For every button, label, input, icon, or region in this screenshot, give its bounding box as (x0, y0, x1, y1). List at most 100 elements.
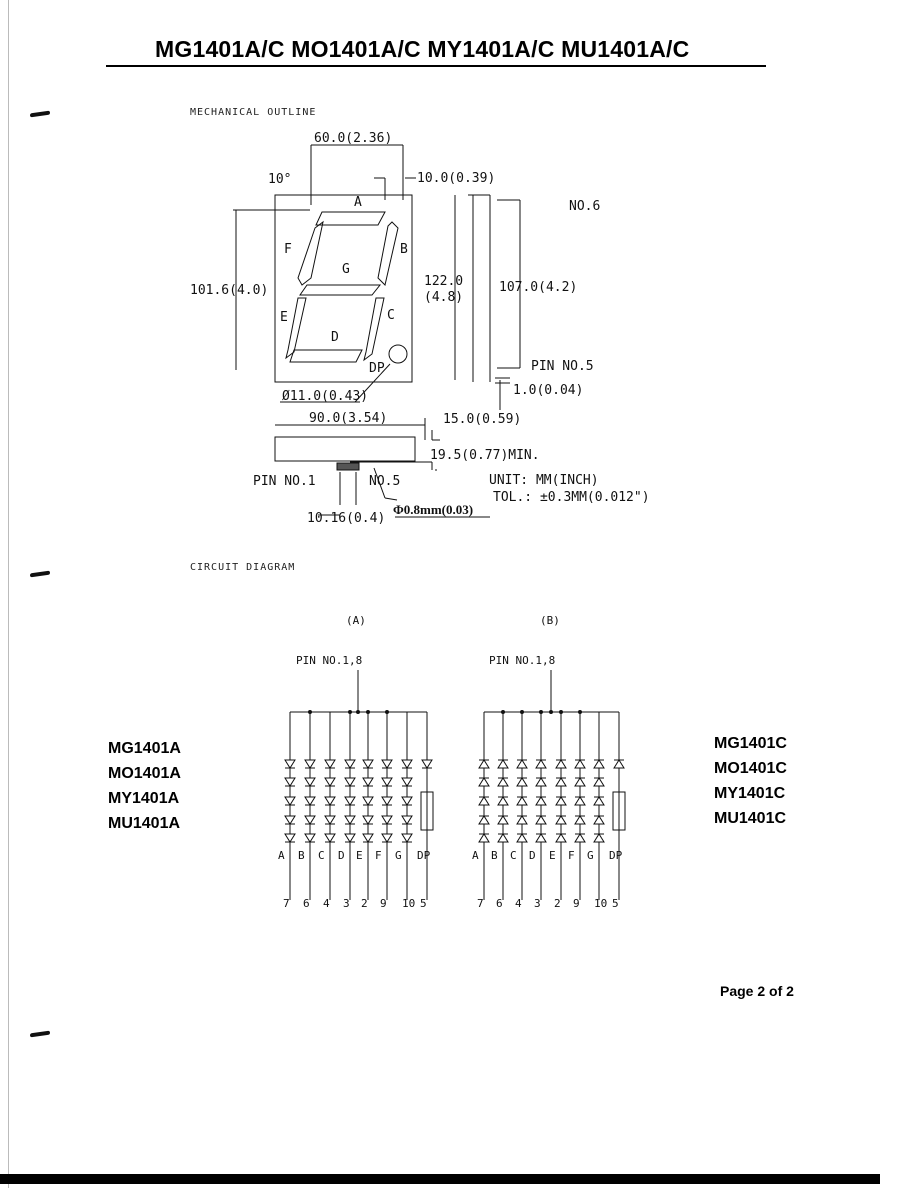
diode-symbol (535, 777, 547, 787)
seg-label-b: B (400, 242, 408, 257)
dim-angle: 10° (268, 172, 292, 187)
circuit-a-pin-number-1: 6 (303, 897, 310, 910)
model-name: MU1401A (108, 815, 181, 832)
diode-symbol (344, 777, 356, 787)
circuit-b-label: (B) (540, 614, 560, 627)
diode-symbol (344, 833, 356, 843)
diode-symbol (421, 759, 433, 769)
diode-symbol (497, 759, 509, 769)
title-rule (106, 65, 766, 67)
tolerance-note: TOL.: ±0.3MM(0.012") (493, 490, 650, 505)
diode-symbol (362, 815, 374, 825)
circuit-b-segment-label-0: A (472, 849, 479, 862)
diode-symbol (284, 815, 296, 825)
circuit-a-segment-label-4: E (356, 849, 363, 862)
diode-symbol (344, 759, 356, 769)
circuit-b-common-pin: PIN NO.1,8 (489, 654, 556, 667)
diode-symbol (497, 777, 509, 787)
circuit-a-segment-label-0: A (278, 849, 285, 862)
dim-dp-diameter: Ø11.0(0.43) (282, 389, 369, 404)
circuit-a-segment-label-3: D (338, 849, 345, 862)
models-common-cathode: MG1401C MO1401C MY1401C MU1401C (714, 731, 787, 831)
seg-label-c: C (387, 308, 395, 323)
diode-symbol (401, 815, 413, 825)
diode-symbol (381, 796, 393, 806)
diode-symbol (497, 815, 509, 825)
circuit-a-pin-number-7: 5 (420, 897, 427, 910)
dim-lead-diameter: Φ0.8mm(0.03) (393, 502, 474, 517)
circuit-b-pin-number-4: 2 (554, 897, 561, 910)
diode-symbol (593, 815, 605, 825)
diode-symbol (478, 815, 490, 825)
mechanical-outline-heading: MECHANICAL OUTLINE (190, 107, 317, 118)
circuit-a-segment-label-5: F (375, 849, 382, 862)
diode-symbol (362, 796, 374, 806)
circuit-b-segment-label-6: G (587, 849, 594, 862)
model-name: MY1401A (108, 790, 180, 807)
diode-symbol (381, 833, 393, 843)
dim-height-122-inch: (4.8) (424, 290, 464, 305)
circuit-b-segment-label-1: B (491, 849, 498, 862)
diode-symbol (284, 759, 296, 769)
circuit-b-pin-number-5: 9 (573, 897, 580, 910)
dim-pin6: NO.6 (569, 199, 601, 214)
diode-symbol (284, 796, 296, 806)
diode-symbol (304, 815, 316, 825)
circuit-a-pin-number-6: 10 (402, 897, 416, 910)
diode-symbol (324, 759, 336, 769)
diode-symbol (516, 796, 528, 806)
diode-symbol (535, 796, 547, 806)
circuit-b-pin-number-7: 5 (612, 897, 619, 910)
circuit-b-segment-label-7: DP (609, 849, 623, 862)
diode-symbol (535, 759, 547, 769)
dim-width-bottom: 90.0(3.54) (309, 411, 388, 426)
diode-symbol (593, 833, 605, 843)
diode-symbol (555, 796, 567, 806)
diode-symbol (362, 759, 374, 769)
circuit-a-pin-number-3: 3 (343, 897, 350, 910)
diode-symbol (304, 759, 316, 769)
model-name: MG1401C (714, 735, 787, 752)
dim-height-left: 101.6(4.0) (190, 283, 269, 298)
diode-symbol (535, 815, 547, 825)
diode-symbol (381, 815, 393, 825)
dim-depth: 15.0(0.59) (443, 412, 522, 427)
diode-symbol (401, 777, 413, 787)
diode-symbol (574, 777, 586, 787)
diode-symbol (324, 833, 336, 843)
diode-symbol (574, 759, 586, 769)
circuit-b-segment-label-4: E (549, 849, 556, 862)
unit-note: UNIT: MM(INCH) (489, 473, 599, 488)
diode-symbol (555, 777, 567, 787)
diode-symbol (593, 796, 605, 806)
scan-edge (8, 0, 9, 1188)
seg-label-g: G (342, 262, 350, 277)
circuit-a-pin-number-2: 4 (323, 897, 330, 910)
diode-symbol (401, 833, 413, 843)
dim-pin-no5: NO.5 (369, 474, 401, 489)
diode-symbol (304, 833, 316, 843)
diode-symbol (497, 796, 509, 806)
diode-symbol (613, 759, 625, 769)
seg-label-a: A (354, 195, 362, 210)
diode-symbol (555, 759, 567, 769)
seg-label-e: E (280, 310, 288, 325)
dim-seg-offset: 10.0(0.39) (417, 171, 496, 186)
circuit-diagram-heading: CIRCUIT DIAGRAM (190, 562, 296, 573)
model-name: MY1401C (714, 785, 786, 802)
circuit-a-pin-number-0: 7 (283, 897, 290, 910)
models-common-anode: MG1401A MO1401A MY1401A MU1401A (108, 736, 181, 836)
dim-width-top: 60.0(2.36) (314, 131, 393, 146)
model-name: MG1401A (108, 740, 181, 757)
diode-symbol (555, 815, 567, 825)
diode-symbol (284, 777, 296, 787)
circuit-b-segment-label-3: D (529, 849, 536, 862)
dim-pin5: PIN NO.5 (531, 359, 594, 374)
diode-symbol (574, 796, 586, 806)
diode-symbol (284, 833, 296, 843)
diode-symbol (324, 796, 336, 806)
diode-symbol (535, 833, 547, 843)
diode-symbol (516, 833, 528, 843)
diode-symbol (478, 796, 490, 806)
circuit-a-segment-label-1: B (298, 849, 305, 862)
